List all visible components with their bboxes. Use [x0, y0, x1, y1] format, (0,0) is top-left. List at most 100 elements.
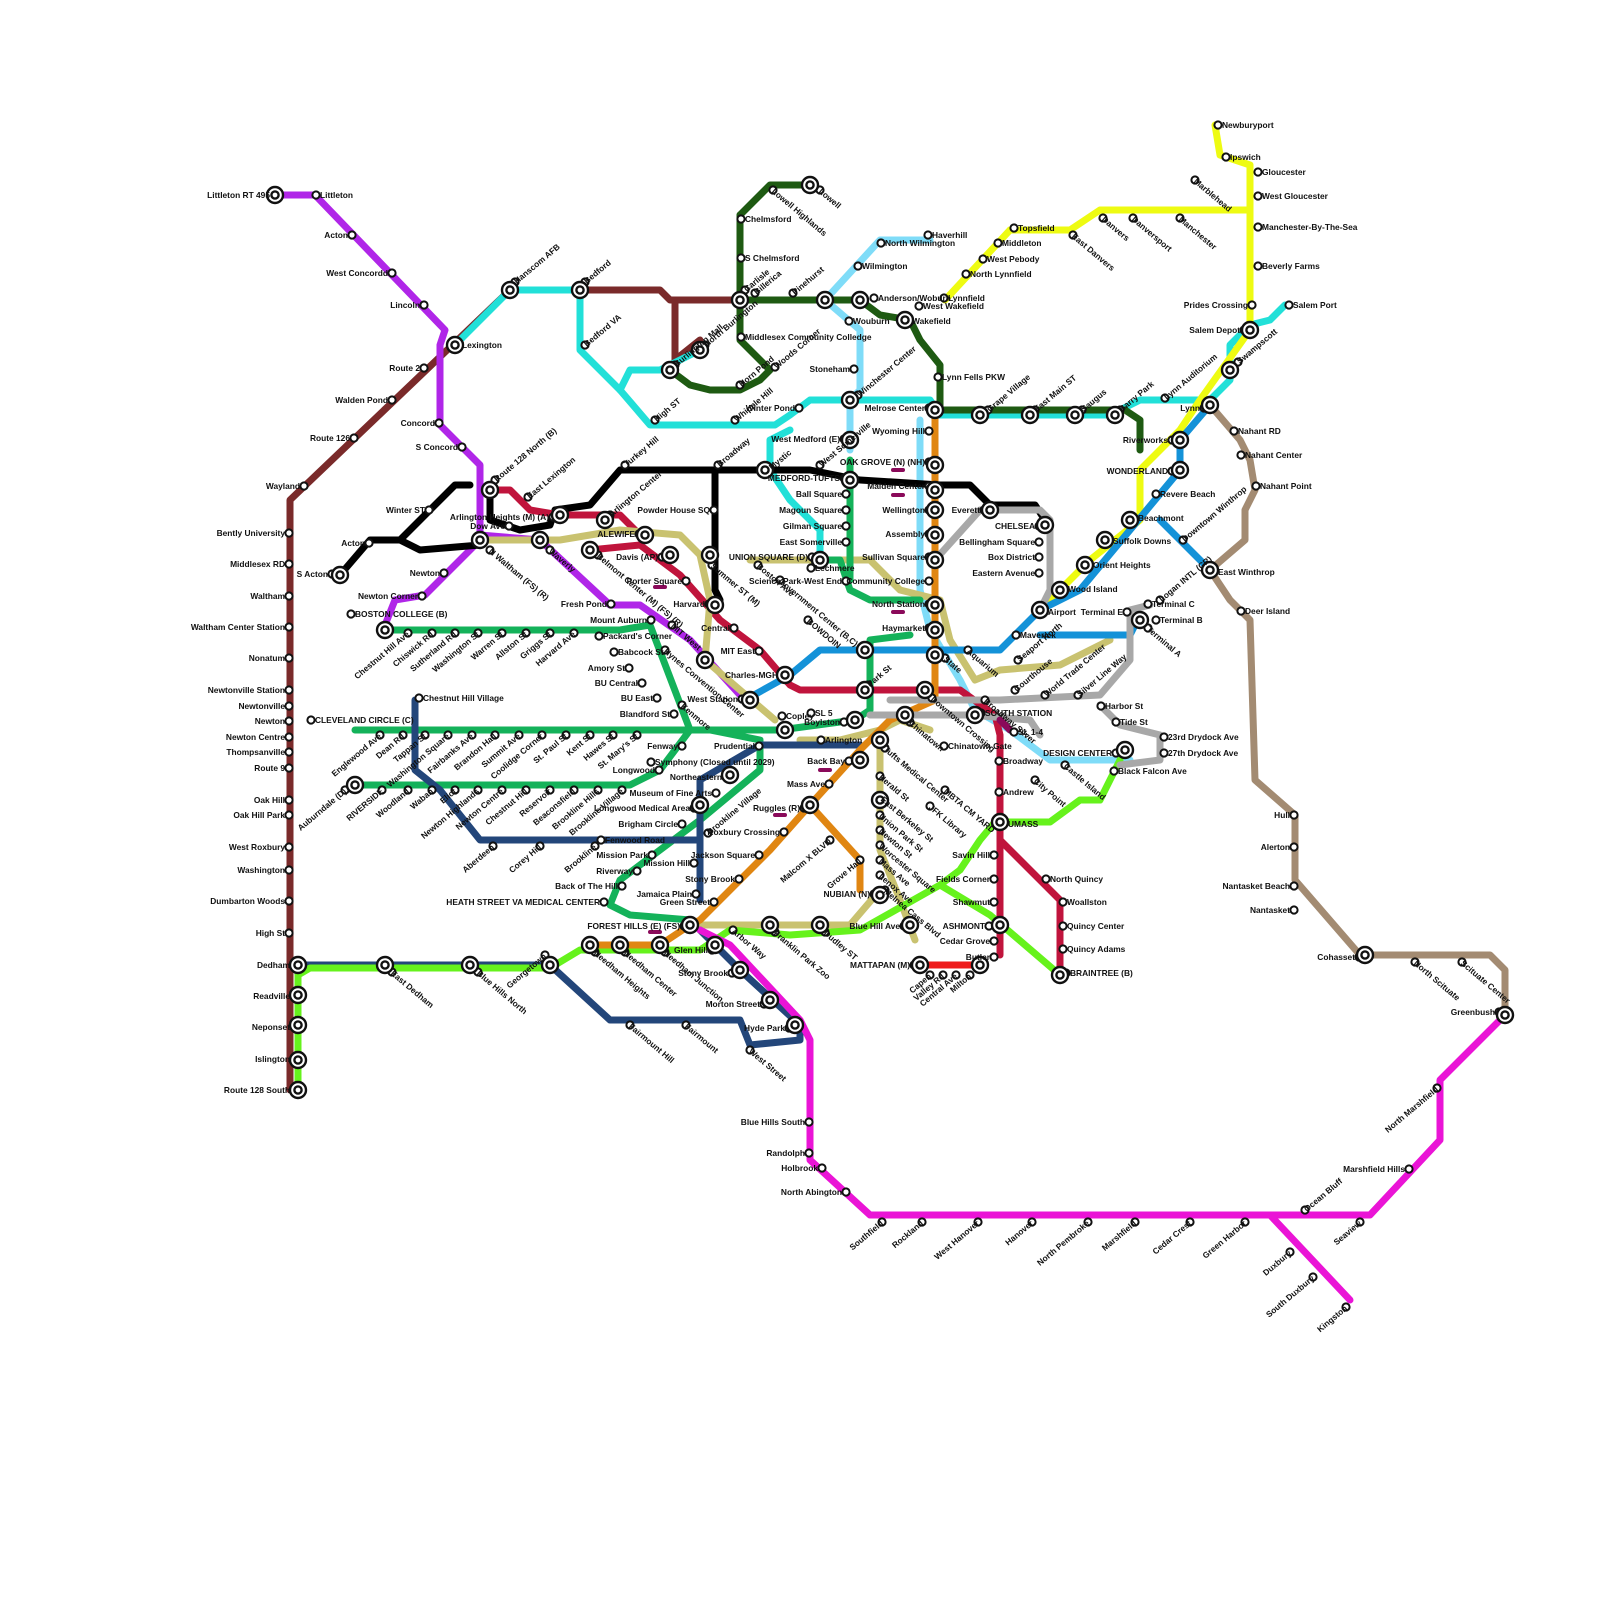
station-marker-264[interactable] [1159, 732, 1169, 742]
station-marker-105[interactable] [689, 858, 699, 868]
station-marker-270[interactable] [980, 695, 990, 705]
station-marker-58[interactable] [624, 663, 634, 673]
station-marker-76[interactable] [677, 700, 687, 710]
station-marker-30[interactable] [284, 653, 294, 663]
station-marker-260[interactable] [1040, 690, 1050, 700]
station-marker-205[interactable] [735, 380, 745, 390]
station-marker-196[interactable] [768, 185, 778, 195]
station-marker-182[interactable] [993, 238, 1003, 248]
station-marker-11[interactable] [349, 433, 359, 443]
station-marker-275[interactable] [994, 787, 1004, 797]
station-marker-72[interactable] [561, 730, 571, 740]
station-marker-324[interactable] [709, 505, 719, 515]
station-marker-33[interactable] [284, 716, 294, 726]
station-marker-28[interactable] [346, 609, 356, 619]
station-marker-136[interactable] [917, 1217, 927, 1227]
station-marker-194[interactable] [750, 288, 760, 298]
station-marker-311[interactable] [816, 735, 826, 745]
station-marker-66[interactable] [420, 730, 430, 740]
station-marker-42[interactable] [284, 928, 294, 938]
station-marker-160[interactable] [1178, 535, 1188, 545]
station-marker-184[interactable] [961, 269, 971, 279]
station-marker-309[interactable] [824, 779, 834, 789]
station-marker-56[interactable] [594, 631, 604, 641]
station-marker-152[interactable] [1410, 957, 1420, 967]
station-marker-137[interactable] [973, 1217, 983, 1227]
station-marker-282[interactable] [1041, 874, 1051, 884]
station-marker-139[interactable] [1083, 1217, 1093, 1227]
station-marker-34[interactable] [284, 732, 294, 742]
station-marker-230[interactable] [924, 426, 934, 436]
station-marker-55[interactable] [569, 628, 579, 638]
station-marker-68[interactable] [467, 730, 477, 740]
station-marker-165[interactable] [1160, 393, 1170, 403]
station-marker-187[interactable] [876, 238, 886, 248]
station-marker-273[interactable] [939, 741, 949, 751]
station-marker-162[interactable] [1236, 450, 1246, 460]
station-marker-314[interactable] [777, 711, 787, 721]
station-marker-32[interactable] [284, 701, 294, 711]
station-marker-26[interactable] [284, 591, 294, 601]
station-marker-25[interactable] [439, 568, 449, 578]
station-marker-15[interactable] [523, 492, 533, 502]
station-marker-286[interactable] [1058, 921, 1068, 931]
station-marker-174[interactable] [1221, 152, 1231, 162]
station-marker-148[interactable] [1404, 1164, 1414, 1174]
station-marker-131[interactable] [804, 1117, 814, 1127]
station-marker-35[interactable] [284, 747, 294, 757]
station-marker-289[interactable] [1058, 944, 1068, 954]
station-marker-71[interactable] [537, 730, 547, 740]
station-marker-319[interactable] [754, 646, 764, 656]
station-marker-181[interactable] [1009, 223, 1019, 233]
station-marker-96[interactable] [754, 741, 764, 751]
station-marker-329[interactable] [681, 576, 691, 586]
station-marker-186[interactable] [923, 230, 933, 240]
station-marker-39[interactable] [284, 842, 294, 852]
station-marker-109[interactable] [734, 874, 744, 884]
station-marker-140[interactable] [1130, 1217, 1140, 1227]
station-marker-60[interactable] [652, 693, 662, 703]
station-marker-276[interactable] [1060, 760, 1070, 770]
station-marker-332[interactable] [606, 599, 616, 609]
station-marker-198[interactable] [736, 253, 746, 263]
station-marker-93[interactable] [677, 741, 687, 751]
station-marker-308[interactable] [825, 835, 835, 845]
station-marker-31[interactable] [284, 685, 294, 695]
station-marker-87[interactable] [593, 785, 603, 795]
station-marker-146[interactable] [1341, 1302, 1351, 1312]
station-marker-323[interactable] [713, 460, 723, 470]
station-marker-200[interactable] [736, 332, 746, 342]
station-marker-107[interactable] [632, 866, 642, 876]
station-marker-232[interactable] [815, 460, 825, 470]
station-marker-112[interactable] [709, 897, 719, 907]
station-marker-245[interactable] [841, 537, 851, 547]
station-marker-302[interactable] [875, 810, 885, 820]
station-marker-102[interactable] [779, 827, 789, 837]
station-marker-53[interactable] [521, 628, 531, 638]
station-marker-265[interactable] [1159, 748, 1169, 758]
station-marker-298[interactable] [875, 870, 885, 880]
station-marker-10[interactable] [434, 418, 444, 428]
station-marker-110[interactable] [691, 889, 701, 899]
station-marker-255[interactable] [1011, 630, 1021, 640]
station-marker-63[interactable] [306, 715, 316, 725]
station-marker-277[interactable] [1030, 775, 1040, 785]
station-marker-133[interactable] [817, 1163, 827, 1173]
station-marker-40[interactable] [284, 865, 294, 875]
station-marker-313[interactable] [806, 708, 816, 718]
station-marker-89[interactable] [488, 841, 498, 851]
station-marker-178[interactable] [1128, 213, 1138, 223]
station-marker-59[interactable] [637, 678, 647, 688]
station-marker-80[interactable] [427, 785, 437, 795]
station-marker-290[interactable] [989, 952, 999, 962]
station-marker-19[interactable] [284, 528, 294, 538]
station-marker-226[interactable] [1143, 599, 1153, 609]
station-marker-244[interactable] [1034, 537, 1044, 547]
station-marker-12[interactable] [457, 442, 467, 452]
station-marker-36[interactable] [284, 763, 294, 773]
station-marker-321[interactable] [753, 560, 763, 570]
station-marker-228[interactable] [1151, 615, 1161, 625]
station-marker-240[interactable] [841, 505, 851, 515]
station-marker-142[interactable] [1240, 1217, 1250, 1227]
station-marker-175[interactable] [1213, 120, 1223, 130]
